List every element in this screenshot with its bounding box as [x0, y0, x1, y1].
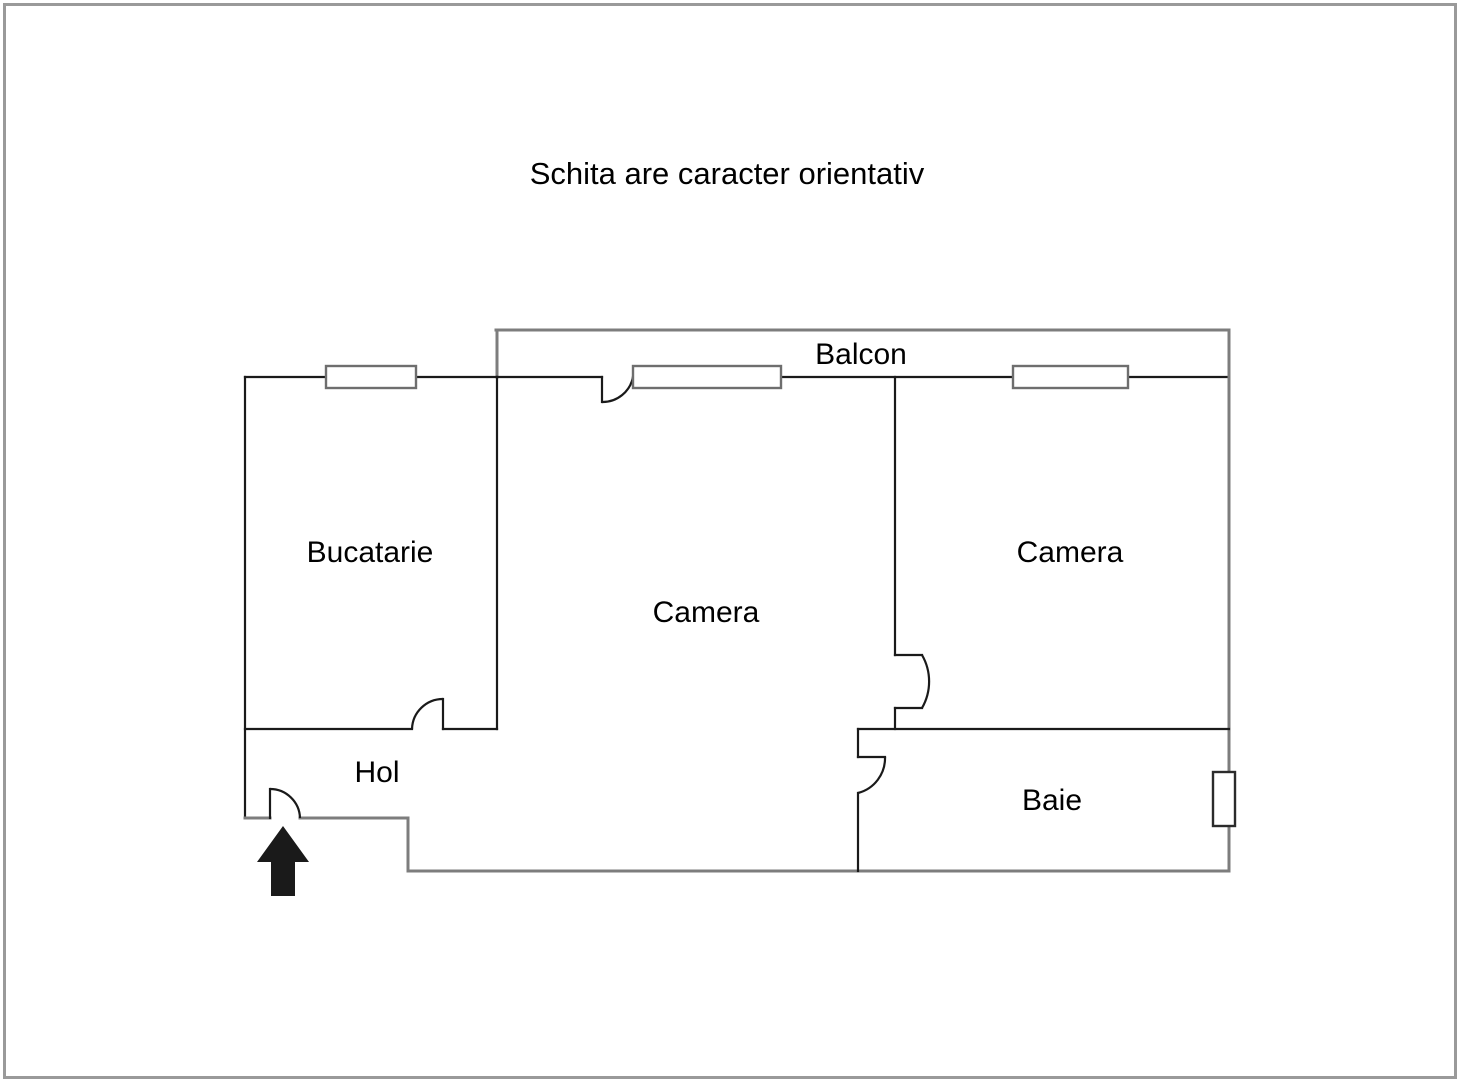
room-label-bucatarie: Bucatarie	[307, 536, 434, 569]
balcony-door-arc	[601, 376, 635, 404]
page-border	[3, 3, 1457, 1079]
window-camera-living	[631, 364, 783, 390]
room-label-baie: Baie	[1022, 784, 1082, 817]
kitchen-door-arc	[410, 697, 444, 730]
bedroom-door-arc	[921, 654, 931, 709]
entrance-door-arc	[269, 787, 302, 819]
page-title: Schita are caracter orientativ	[530, 156, 925, 191]
room-label-camera-living: Camera	[653, 596, 760, 629]
bathroom-door-arc	[857, 756, 887, 795]
window-bucatarie	[324, 364, 418, 390]
room-label-hol: Hol	[354, 756, 399, 789]
window-camera-dormitor	[1011, 364, 1130, 390]
window-baie	[1211, 770, 1237, 828]
room-label-balcon: Balcon	[815, 338, 907, 371]
entry-direction-arrow	[257, 826, 309, 896]
room-label-camera-dormitor: Camera	[1017, 536, 1124, 569]
